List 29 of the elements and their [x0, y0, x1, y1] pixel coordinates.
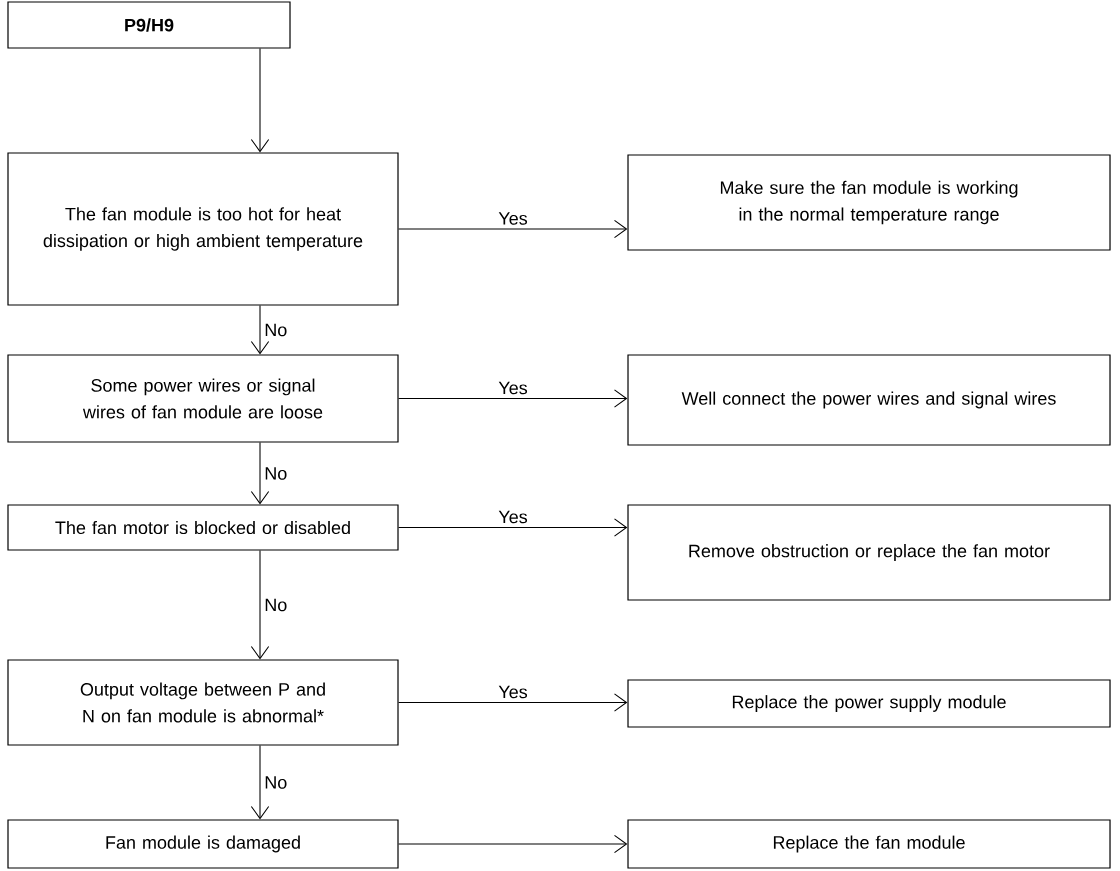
arrow — [250, 745, 270, 820]
edge-label: Yes — [498, 212, 528, 225]
arrow — [250, 48, 270, 153]
process-box: Well connect the power wires and signal wires — [627, 354, 1111, 446]
arrow — [398, 518, 628, 537]
process-box: Fan module is damaged — [7, 819, 399, 869]
arrow — [398, 389, 628, 408]
edge-label: No — [265, 323, 287, 337]
process-box: P9/H9 — [7, 1, 291, 49]
process-box: The fan motor is blocked or disabled — [7, 504, 399, 551]
edge-label: Yes — [498, 685, 528, 699]
process-box: The fan module is too hot for heat dissipation or high ambient temperature — [7, 152, 399, 306]
edge-label: No — [265, 467, 287, 480]
process-box: Replace the fan module — [627, 819, 1111, 869]
arrow — [398, 693, 628, 712]
arrow — [250, 442, 270, 505]
process-box: Remove obstruction or replace the fan motor — [627, 504, 1111, 601]
process-box: Make sure the fan module is working in the normal temperature range — [627, 154, 1111, 251]
arrow — [398, 219, 628, 239]
edge-label: No — [265, 598, 287, 612]
edge-label: No — [265, 776, 287, 789]
arrow — [250, 305, 270, 355]
process-box: Some power wires or signal wires of fan module are loose — [7, 354, 399, 443]
arrow — [250, 550, 270, 660]
process-box: Output voltage between P and N on fan module is abnormal* — [7, 659, 399, 746]
edge-label: Yes — [498, 510, 528, 524]
process-box: Replace the power supply module — [627, 679, 1111, 728]
arrow — [398, 834, 628, 854]
edge-label: Yes — [498, 381, 528, 395]
